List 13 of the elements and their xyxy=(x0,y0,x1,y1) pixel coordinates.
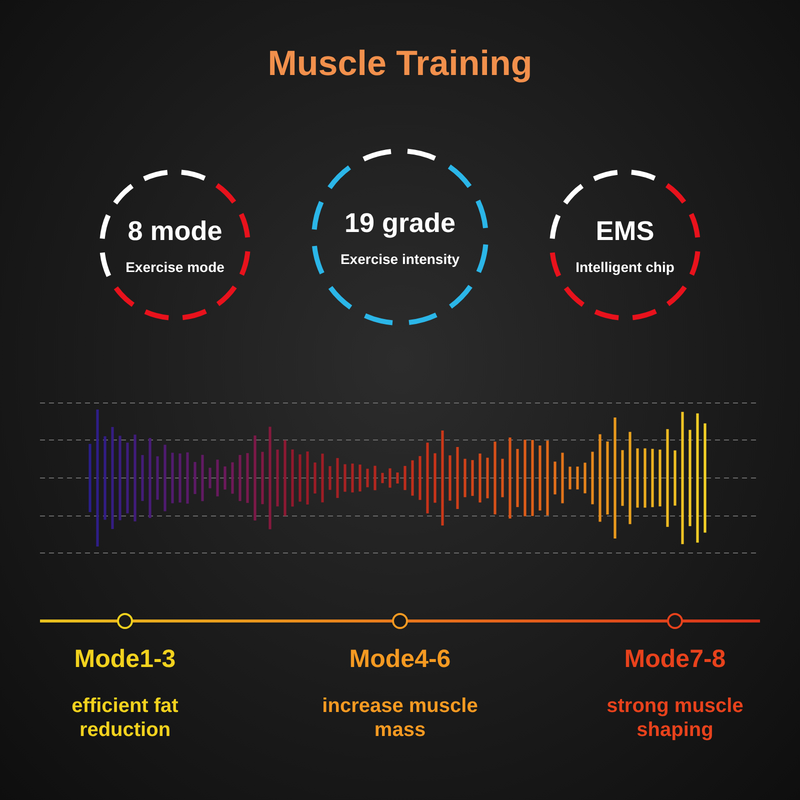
badge-caption: Exercise mode xyxy=(126,258,224,274)
mode-description: strong muscle shaping xyxy=(606,694,744,742)
mode-description: efficient fat reduction xyxy=(70,694,180,742)
badge-caption: Exercise intensity xyxy=(340,250,460,266)
badge-caption: Intelligent chip xyxy=(576,258,674,274)
badge-value: 8 mode xyxy=(128,216,222,246)
mode-heading: Mode1-3 xyxy=(73,645,177,674)
title: Muscle Training xyxy=(266,44,534,84)
mode-heading: Mode7-8 xyxy=(623,645,727,674)
mode-description: increase muscle mass xyxy=(321,694,479,742)
mode-heading: Mode4-6 xyxy=(348,645,452,674)
badge-value: EMS xyxy=(596,216,654,246)
badge-value: 19 grade xyxy=(344,208,456,238)
